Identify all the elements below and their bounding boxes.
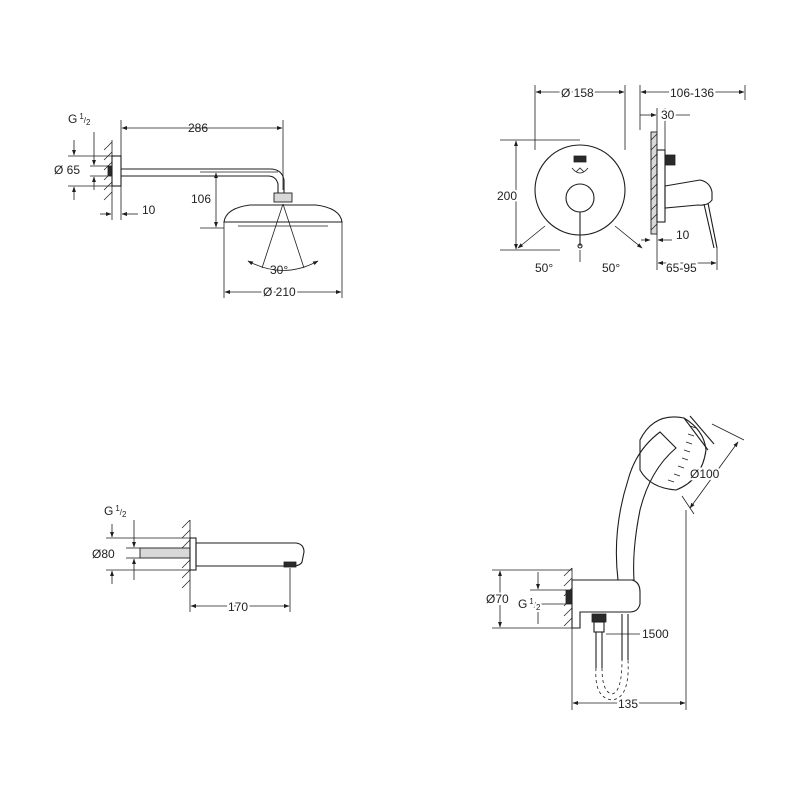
hand-projection-label: 135 (618, 697, 638, 711)
plate-diameter-label: Ø 158 (561, 86, 594, 100)
mixer-lever-hub (565, 183, 595, 213)
head-drop-label: 106 (191, 192, 211, 206)
flange-diameter-label: Ø 65 (54, 163, 80, 177)
wall-elbow-holder (571, 579, 641, 629)
depth-label: 30 (661, 108, 675, 122)
shower-arm-flange (111, 155, 122, 187)
head-diameter-label: Ø 210 (263, 285, 296, 299)
spout-pipe (139, 547, 191, 559)
hose-length-label: 1500 (642, 627, 669, 641)
spacing-label: 10 (676, 228, 690, 242)
flange-thread (107, 165, 113, 177)
mixer-view: 50° 50° Ø 158 200 (495, 84, 746, 277)
shower-hose (595, 659, 629, 701)
elbow-diameter-label: Ø70 (486, 592, 509, 606)
mixer-height-label: 200 (497, 189, 517, 203)
head-diameter-label-hand: Ø100 (690, 467, 720, 481)
left-angle-label: 50° (535, 261, 553, 275)
mixer-side-view (650, 131, 718, 249)
depth-range-label: 106-136 (670, 86, 714, 100)
spray-angle-label: 30° (270, 263, 288, 277)
diverter-knob (573, 155, 587, 163)
ball-joint (273, 192, 293, 203)
spout-flange-diameter-label: Ø80 (92, 547, 115, 561)
install-range-label: 65-95 (666, 261, 697, 275)
arm-length-label: 286 (188, 121, 208, 135)
spout-projection-label: 170 (228, 600, 248, 614)
hand-shower-handle (615, 431, 677, 581)
shower-arm (121, 168, 285, 193)
shower-head (223, 204, 343, 223)
right-angle-label: 50° (602, 261, 620, 275)
hose-nut (591, 613, 607, 623)
wall-offset-label: 10 (142, 203, 156, 217)
